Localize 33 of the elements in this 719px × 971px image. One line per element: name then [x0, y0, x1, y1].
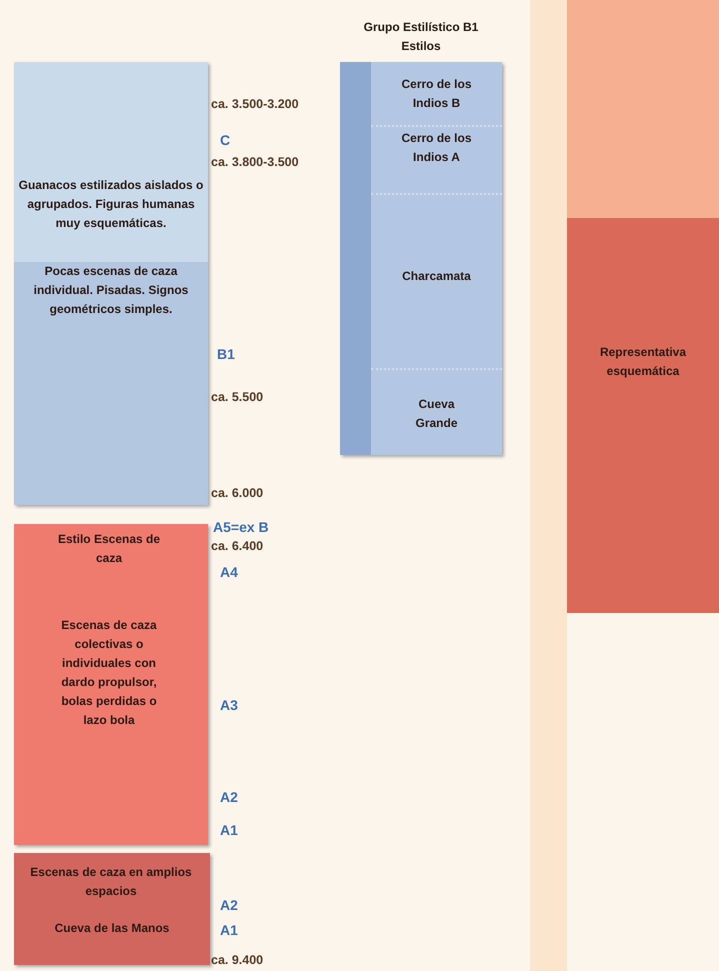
box-text: Escenas de caza colectivas o individuales con dardo propulsor, bolas perdidas o lazo bola	[60, 617, 158, 729]
box-heading: Escenas de caza en amplios espacios	[29, 864, 193, 900]
column-heading: Grupo Estilístico B1	[362, 19, 480, 36]
period-box	[14, 853, 210, 965]
box-text: Pocas escenas de caza individual. Pisadas. Signos geométricos simples.	[32, 263, 190, 318]
phase-code: B1	[217, 346, 235, 362]
date-label: ca. 6.000	[211, 485, 264, 501]
phase-code: A4	[220, 564, 238, 580]
phase-code: A1	[220, 922, 238, 938]
phase-code: A5=ex B	[213, 519, 269, 535]
phase-code: A3	[220, 697, 238, 713]
phase-code: C	[220, 132, 230, 148]
date-label: ca. 6.400	[211, 538, 264, 554]
box-text: Guanacos estilizados aislados o agrupados. Figuras humanas muy esquemáticas.	[18, 177, 204, 232]
box-text: Cueva de las Manos	[54, 920, 170, 937]
box-heading: Estilo Escenas de caza	[56, 531, 162, 567]
date-label: ca. 3.800-3.500	[211, 154, 299, 170]
column-heading: Estilos	[400, 38, 442, 55]
date-label: ca. 3.500-3.200	[211, 96, 299, 112]
date-label: ca. 9.400	[211, 952, 264, 968]
box-text: Cueva Grande	[414, 396, 458, 432]
date-label: ca. 5.500	[211, 389, 264, 405]
box-text: Cerro de los Indios A	[400, 130, 473, 166]
period-box	[14, 62, 208, 505]
box-text: Representativa esquemática	[598, 344, 688, 380]
phase-code: A2	[220, 897, 238, 913]
phase-code: A1	[220, 822, 238, 838]
phase-code: A2	[220, 789, 238, 805]
color-band	[567, 0, 719, 218]
period-box	[14, 524, 208, 845]
box-text: Charcamata	[401, 268, 472, 285]
box-text: Cerro de los Indios B	[400, 76, 473, 112]
color-band	[567, 218, 719, 613]
